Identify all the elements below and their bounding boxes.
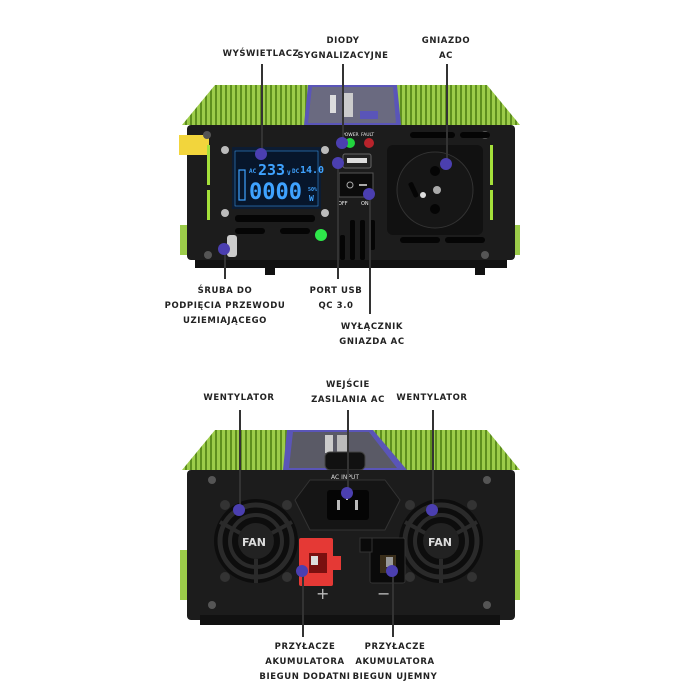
fault-led <box>364 138 374 148</box>
fault-led-label: FAULT <box>361 133 375 138</box>
ground-screw <box>227 235 237 257</box>
lcd-power-percent: 50% <box>308 187 317 193</box>
switch-on-label: ON <box>361 201 369 207</box>
leader-ac-input <box>347 410 349 493</box>
lcd-ac-prefix: AC <box>249 168 257 175</box>
minus-sign: − <box>377 584 391 603</box>
label-ac-socket-line1: GNIAZDO <box>421 36 471 46</box>
leader-positive <box>302 571 304 637</box>
leader-leds <box>342 64 344 142</box>
lcd-power-value: 0000 <box>249 180 302 205</box>
marker-ground-screw <box>218 243 230 255</box>
lcd-readout: AC 233 V DC 14.0 0000 50% W <box>235 151 324 206</box>
lcd-power-unit: W <box>309 194 314 203</box>
label-negative-line3: BIEGUN UJEMNY <box>352 672 438 682</box>
label-ac-input-line1: WEJŚCIE <box>326 380 370 390</box>
label-ac-input-line2: ZASILANIA AC <box>311 395 385 405</box>
switch-off-label: OFF <box>338 201 348 207</box>
marker-fan-right <box>426 504 438 516</box>
marker-ac-switch <box>363 188 375 200</box>
marker-fan-left <box>233 504 245 516</box>
marker-ac-socket <box>440 158 452 170</box>
label-positive-line1: PRZYŁACZE <box>274 642 336 652</box>
inverter-front-view <box>175 85 527 280</box>
label-usb-line2: QC 3.0 <box>318 301 354 311</box>
label-fan-left: WENTYLATOR <box>203 391 274 406</box>
ac-input-label: AC INPUT <box>331 474 360 481</box>
marker-usb <box>332 157 344 169</box>
label-ground-screw: ŚRUBA DO PODPIĘCIA PRZEWODU UZIEMIAJĄCEG… <box>165 284 286 329</box>
fan-right-label: FAN <box>428 536 452 549</box>
label-fan-left-text: WENTYLATOR <box>203 393 275 403</box>
label-negative: PRZYŁACZE AKUMULATORA BIEGUN UJEMNY <box>353 640 438 685</box>
lcd-dc-value: 14.0 <box>300 165 324 176</box>
marker-display <box>255 148 267 160</box>
label-positive: PRZYŁACZE AKUMULATORA BIEGUN DODATNI <box>259 640 350 685</box>
leader-usb <box>337 163 339 279</box>
label-ac-switch-line2: GNIAZDA AC <box>339 337 405 347</box>
status-led <box>315 229 327 241</box>
ac-input-grommet <box>324 451 366 471</box>
label-positive-line3: BIEGUN DODATNI <box>259 672 351 682</box>
label-negative-line2: AKUMULATORA <box>355 657 435 667</box>
lcd-screen <box>234 150 319 207</box>
ac-input-socket <box>327 490 369 520</box>
label-leds-line2: SYGNALIZACYJNE <box>297 51 389 61</box>
marker-leds <box>336 137 348 149</box>
leader-fan-left <box>239 410 241 509</box>
label-leds: DIODY SYGNALIZACYJNE <box>297 34 388 64</box>
leader-ac-switch <box>369 194 371 314</box>
leader-ground-screw <box>224 249 226 279</box>
label-ac-socket-line2: AC <box>438 51 454 61</box>
positive-terminal <box>299 538 341 586</box>
label-fan-right-text: WENTYLATOR <box>396 393 468 403</box>
label-ac-input: WEJŚCIE ZASILANIA AC <box>311 378 385 408</box>
label-usb: PORT USB QC 3.0 <box>310 284 363 314</box>
label-usb-line1: PORT USB <box>309 286 363 296</box>
label-ac-switch-line1: WYŁĄCZNIK <box>340 322 404 332</box>
label-positive-line2: AKUMULATORA <box>265 657 345 667</box>
label-ground-screw-line1: ŚRUBA DO <box>197 286 253 296</box>
leader-fan-right <box>432 410 434 509</box>
plus-sign: + <box>316 584 330 603</box>
lcd-dc-prefix: DC <box>292 168 300 175</box>
label-negative-line1: PRZYŁACZE <box>364 642 426 652</box>
power-led-label: POWER <box>342 133 359 138</box>
fan-left <box>214 499 298 583</box>
lcd-ac-unit: V <box>287 170 291 177</box>
label-leds-line1: DIODY <box>326 36 360 46</box>
marker-ac-input <box>341 487 353 499</box>
lcd-ac-value: 233 <box>258 161 285 179</box>
label-ground-screw-line3: UZIEMIAJĄCEGO <box>182 316 268 326</box>
fan-left-label: FAN <box>242 536 266 549</box>
inverter-rear-view <box>175 430 527 640</box>
label-display-text: WYŚWIETLACZ <box>222 49 300 59</box>
marker-positive <box>296 565 308 577</box>
leader-negative <box>392 571 394 637</box>
label-display: WYŚWIETLACZ <box>223 47 300 62</box>
fan-right <box>399 499 483 583</box>
label-ground-screw-line2: PODPIĘCIA PRZEWODU <box>164 301 286 311</box>
leader-ac-socket <box>446 64 448 164</box>
label-ac-switch: WYŁĄCZNIK GNIAZDA AC <box>339 320 404 350</box>
label-fan-right: WENTYLATOR <box>396 391 467 406</box>
marker-negative <box>386 565 398 577</box>
leader-display <box>261 64 263 153</box>
label-ac-socket: GNIAZDO AC <box>422 34 470 64</box>
